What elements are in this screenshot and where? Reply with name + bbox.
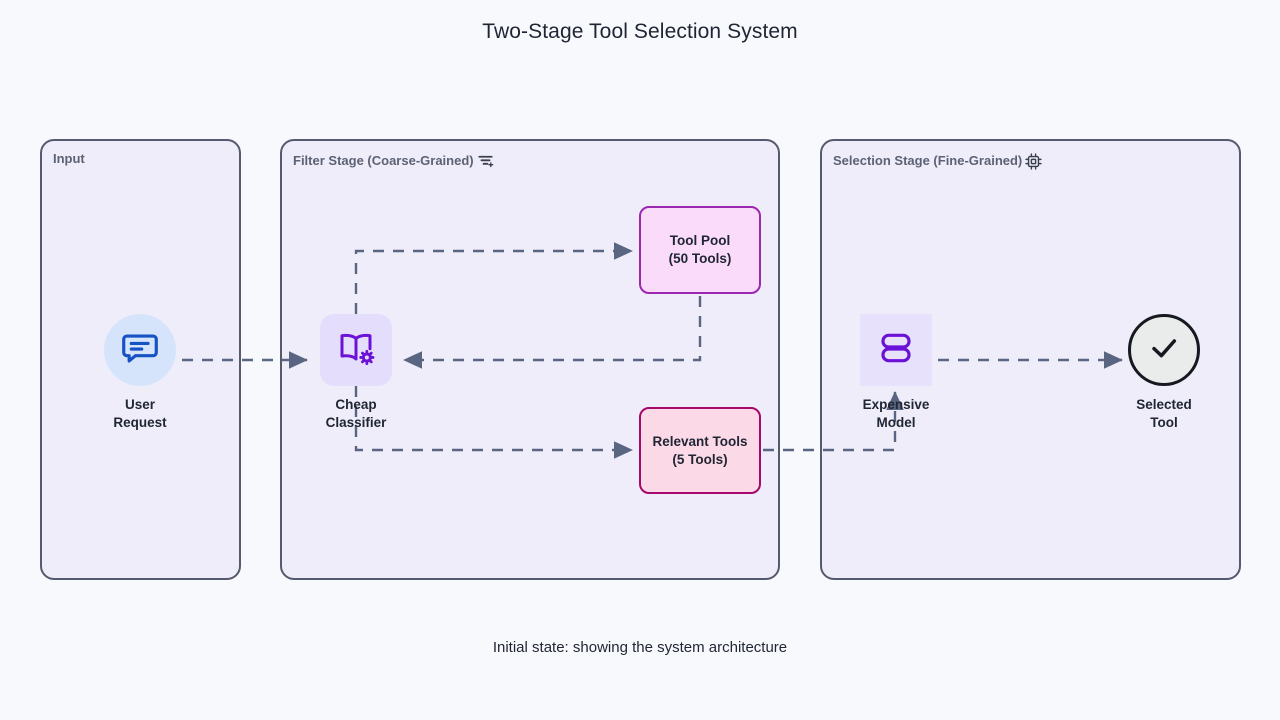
node-relevant-tools[interactable]: Relevant Tools (5 Tools)	[639, 407, 761, 494]
node-tool-pool[interactable]: Tool Pool (50 Tools)	[639, 206, 761, 294]
container-input-label-text: Input	[53, 151, 85, 166]
node-user-request-label-line2: Request	[113, 415, 167, 430]
node-cheap-classifier[interactable]: Cheap Classifier	[286, 314, 426, 432]
selected-tool-icon-shape	[1128, 314, 1200, 386]
container-input-label: Input	[53, 151, 85, 166]
node-user-request[interactable]: User Request	[70, 314, 210, 432]
node-tool-pool-label-line2: (50 Tools)	[668, 251, 732, 266]
node-selected-tool-label-line2: Tool	[1150, 415, 1178, 430]
node-cheap-classifier-label-line2: Classifier	[325, 415, 387, 430]
expensive-model-icon-shape	[860, 314, 932, 386]
node-expensive-model-label-line1: Expensive	[862, 397, 930, 412]
node-expensive-model-caption: Expensive Model	[826, 396, 966, 432]
database-stack-icon	[876, 328, 916, 373]
filter-plus-icon	[476, 152, 495, 171]
container-filter-stage-label: Filter Stage (Coarse-Grained)	[293, 151, 495, 170]
cheap-classifier-icon-shape	[320, 314, 392, 386]
container-filter-stage-label-text: Filter Stage (Coarse-Grained)	[293, 153, 474, 168]
diagram-caption: Initial state: showing the system archit…	[492, 639, 788, 656]
node-user-request-caption: User Request	[70, 396, 210, 432]
node-cheap-classifier-caption: Cheap Classifier	[286, 396, 426, 432]
container-selection-stage-label-text: Selection Stage (Fine-Grained)	[833, 153, 1023, 168]
node-selected-tool[interactable]: Selected Tool	[1094, 314, 1234, 432]
node-relevant-tools-label-line2: (5 Tools)	[672, 451, 728, 467]
circle-check-icon	[1144, 328, 1184, 373]
page-title: Two-Stage Tool Selection System	[482, 20, 798, 43]
node-relevant-tools-label-line1: Relevant Tools	[652, 433, 748, 449]
node-selected-tool-caption: Selected Tool	[1094, 396, 1234, 432]
node-expensive-model-label-line2: Model	[876, 415, 916, 430]
cpu-chip-icon	[1024, 152, 1043, 171]
container-selection-stage-label: Selection Stage (Fine-Grained)	[833, 151, 1043, 170]
node-tool-pool-label-line1: Tool Pool	[669, 233, 731, 248]
node-user-request-label-line1: User	[124, 397, 156, 412]
node-selected-tool-label-line1: Selected	[1136, 397, 1192, 412]
user-request-icon-shape	[104, 314, 176, 386]
node-cheap-classifier-label-line1: Cheap	[335, 397, 377, 412]
node-expensive-model[interactable]: Expensive Model	[826, 314, 966, 432]
message-bubble-icon	[119, 327, 161, 374]
book-gear-icon	[335, 327, 377, 374]
